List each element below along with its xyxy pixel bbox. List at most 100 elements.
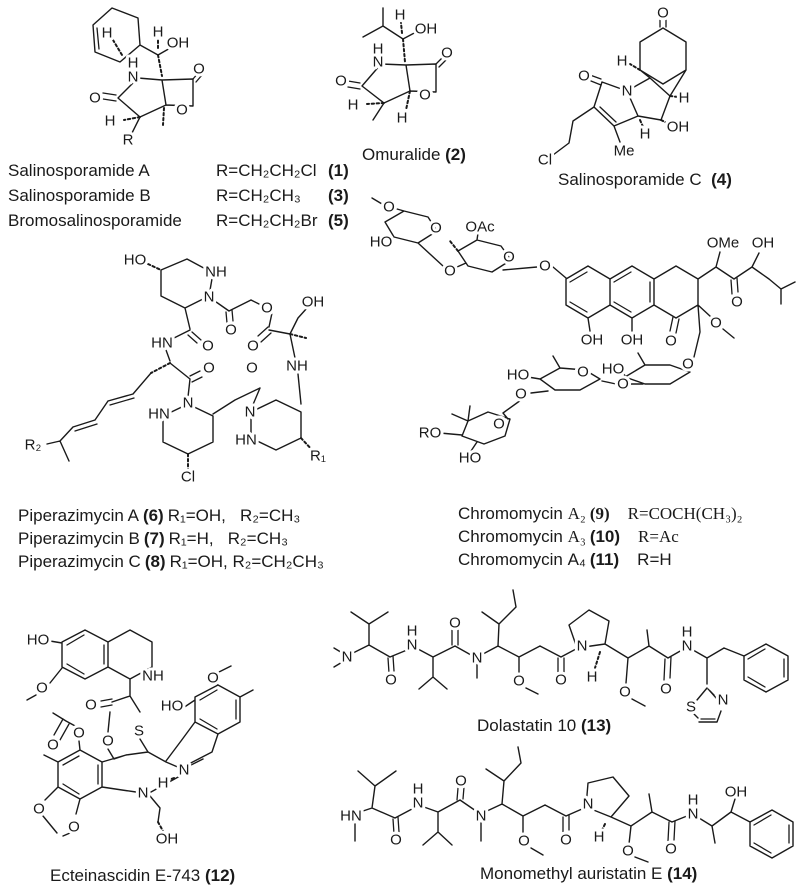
legend-chromomycins: Chromomycin A₂ (9) R=COCH(CH₃)₂ Chromomy… [458, 502, 743, 571]
atom-label: O [657, 5, 669, 22]
compound-name: Chromomycin [458, 549, 568, 569]
legend-row: Bromosalinosporamide R=CH₂CH₂Br (5) [8, 208, 368, 233]
atom-label: O [385, 672, 397, 689]
compound-number: (10) [589, 526, 621, 546]
compound-number: (9) [589, 503, 610, 523]
legend-row: Chromomycin A₂ (9) R=COCH(CH₃)₂ [458, 502, 743, 525]
atom-label: HO [602, 361, 625, 378]
atom-label: NH [205, 264, 227, 281]
atom-label: O [577, 364, 589, 381]
legend-row: Piperazimycin A (6) R₁=OH, R₂=CH₃ [18, 504, 324, 527]
caption-auristatin: Monomethyl auristatin E (14) [480, 864, 698, 883]
atom-label: HO [161, 698, 184, 715]
compound-number: (5) [328, 210, 349, 230]
atom-label: H [397, 110, 408, 127]
atom-label: S [686, 699, 696, 716]
atom-label: H [373, 41, 384, 58]
atom-label: O [515, 386, 527, 403]
atom-label: O [665, 841, 677, 858]
atom-label: N [128, 69, 139, 86]
atom-label: H [688, 792, 699, 809]
atom-label: N [373, 54, 384, 71]
atom-label: N [622, 83, 633, 100]
atom-label: Cl [538, 152, 552, 169]
atom-label: OH [725, 784, 748, 801]
atom-label: O [202, 338, 214, 355]
atom-label: H [682, 624, 693, 641]
atom-label: O [36, 680, 48, 697]
compound-number: (11) [589, 549, 620, 569]
atom-label: HN [235, 432, 257, 449]
atom-label: O [665, 333, 677, 350]
atom-label: N [682, 638, 693, 655]
atom-label: H [128, 55, 139, 72]
atom-label: OH [302, 294, 325, 311]
atom-label: HN [340, 808, 362, 825]
atom-label: O [660, 681, 672, 698]
structure-omuralide: H OH H N O O O H H [332, 4, 456, 130]
compound-name: Piperazimycin A [18, 505, 139, 525]
atom-label: O [193, 61, 205, 78]
compound-number: (7) [143, 528, 165, 548]
atom-label: S [134, 723, 144, 740]
atom-label: O [390, 832, 402, 849]
atom-label: N [179, 762, 190, 779]
atom-label: RO [419, 425, 442, 442]
atom-label: N [688, 806, 699, 823]
caption-omuralide: Omuralide (2) [362, 145, 466, 164]
atom-label: N [138, 785, 149, 802]
atom-label: O [225, 322, 237, 339]
legend-piperazimycins: Piperazimycin A (6) R₁=OH, R₂=CH₃ Pipera… [18, 504, 324, 573]
atom-label: Me [614, 143, 635, 160]
atom-label: OMe [707, 235, 740, 252]
atom-label: O [455, 773, 467, 790]
atom-label: O [383, 199, 395, 216]
atom-label: O [261, 300, 273, 317]
atom-label: H [153, 24, 164, 41]
atom-label: O [493, 416, 505, 433]
atom-label: N [407, 637, 418, 654]
atom-label: H [105, 113, 116, 130]
atom-label: O [518, 833, 530, 850]
atom-label: H [158, 775, 169, 792]
atom-label: O [247, 338, 259, 355]
compound-name: Salinosporamide A [8, 160, 150, 180]
atom-label: HO [124, 252, 147, 269]
atom-label: N [583, 796, 594, 813]
compound-subscript: A₄ [567, 549, 586, 569]
atom-label: O [33, 801, 45, 818]
legend-row: Piperazimycin B (7) R₁=H, R₂=CH₃ [18, 527, 324, 550]
atom-label: O [102, 733, 114, 750]
atom-label: O [73, 725, 85, 742]
caption-dolastatin-10: Dolastatin 10 (13) [477, 716, 612, 735]
atom-label: O [578, 68, 590, 85]
atom-label: O [555, 672, 567, 689]
atom-label: O [731, 294, 743, 311]
atom-label: OH [156, 831, 179, 848]
atom-label: HO [507, 367, 530, 384]
atom-label: R [123, 132, 134, 149]
atom-label: O [444, 263, 456, 280]
r-group: R=COCH(CH₃)₂ [627, 503, 743, 523]
atom-label: HO [27, 632, 50, 649]
atom-label: O [176, 102, 188, 119]
caption-salinosporamide-c: Salinosporamide C (4) [558, 170, 732, 189]
atom-label: R₂ [25, 437, 42, 454]
compound-number: (8) [144, 551, 166, 571]
atom-label: O [246, 360, 258, 377]
atom-label: H [587, 669, 598, 686]
compound-name: Piperazimycin B [18, 528, 140, 548]
r-groups: R₁=OH, R₂=CH₂CH₃ [169, 551, 324, 571]
compound-number: (3) [328, 185, 349, 205]
atom-label: N [718, 692, 729, 709]
atom-label: N [342, 649, 353, 666]
r-group: R=H [637, 549, 672, 569]
atom-label: O [430, 220, 442, 237]
structure-chromomycin: O HO O O OAc O O OH OH O OMe OH O O HO O… [367, 196, 796, 470]
atom-label: OAc [465, 219, 495, 236]
r-groups: R₁=OH, R₂=CH₃ [167, 505, 301, 525]
atom-label: O [622, 843, 634, 860]
atom-label: O [441, 45, 453, 62]
